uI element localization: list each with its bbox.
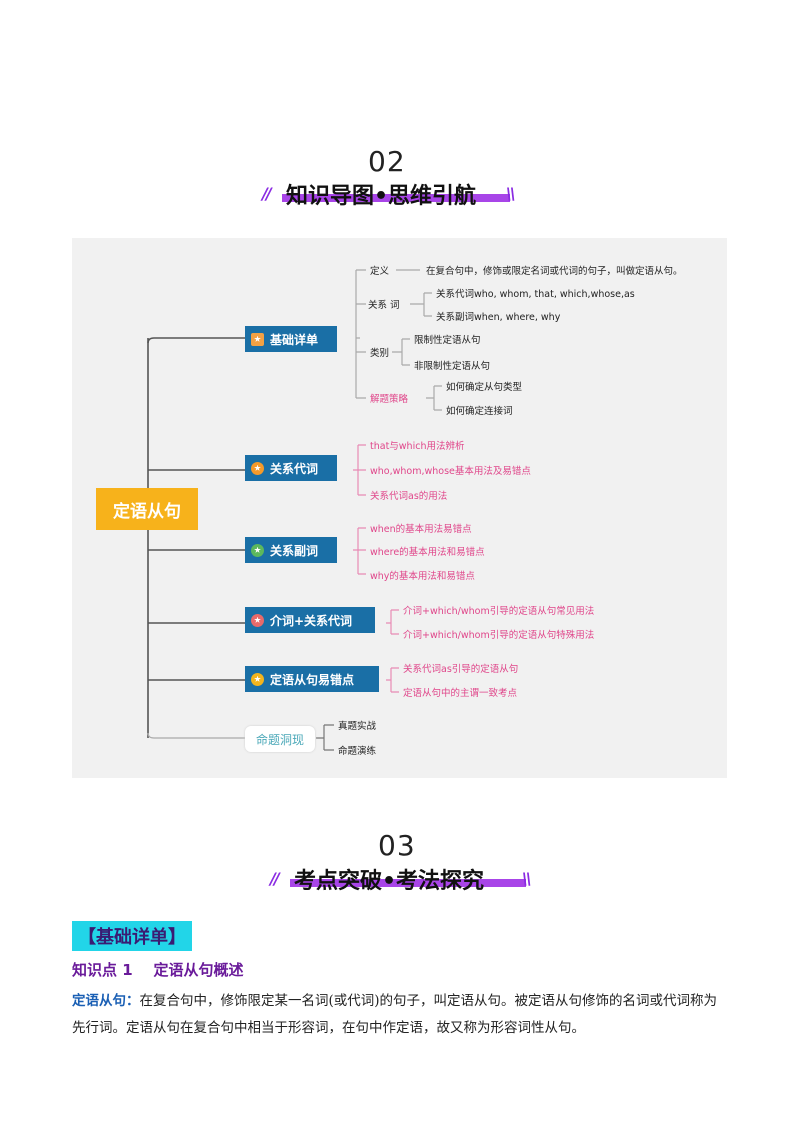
strategy-item: 如何确定从句类型 <box>446 382 523 393</box>
section-02-title: 知识导图•思维引航 <box>286 184 477 209</box>
relative-bracket <box>410 292 432 317</box>
error-item: 关系代词as引导的定语从句 <box>403 664 519 675</box>
star-icon <box>251 543 264 557</box>
strategy-item: 如何确定连接词 <box>446 406 513 417</box>
left-slashes-decoration: // <box>262 184 272 203</box>
relative-words-label: 关系 词 <box>368 300 400 311</box>
basics-bracket <box>355 269 366 399</box>
knowledge-point-text: 知识点 1 定语从句概述 <box>72 961 244 979</box>
adverb-item: why的基本用法和易错点 <box>370 571 475 582</box>
left-slashes-decoration: // <box>270 869 280 888</box>
exam-bracket <box>316 724 334 751</box>
branch-relative-adverb-label: 关系副词 <box>270 543 319 558</box>
pronoun-item: who,whom,whose基本用法及易错点 <box>370 466 531 477</box>
pronoun-item: that与which用法辨析 <box>370 441 465 452</box>
star-icon <box>251 613 264 627</box>
category-item: 限制性定语从句 <box>414 335 481 346</box>
branch-preposition-pronoun-label: 介词+关系代词 <box>270 613 353 628</box>
branch-preposition-pronoun: 介词+关系代词 <box>245 607 375 633</box>
exam-item: 真题实战 <box>338 721 377 732</box>
right-slashes-decoration: \\ <box>506 184 516 203</box>
section-02-number-text: 02 <box>368 145 406 178</box>
star-icon <box>251 461 264 475</box>
branch-common-errors-label: 定语从句易错点 <box>270 672 355 687</box>
category-label: 类别 <box>370 348 390 359</box>
definition-text: 在复合句中，修饰或限定名词或代词的句子，叫做定语从句。 <box>426 266 683 277</box>
relative-adverb-list: 关系副词when, where, why <box>436 312 561 323</box>
mind-map-root: 定语从句 <box>96 488 198 530</box>
star-icon <box>251 672 264 686</box>
error-bracket <box>386 667 399 693</box>
knowledge-point-heading: 知识点 1 定语从句概述 <box>72 959 244 980</box>
title-highlight <box>290 879 526 887</box>
section-03-number: 03 <box>372 829 416 862</box>
prep-bracket <box>386 609 399 635</box>
connector-basics <box>147 337 245 344</box>
strategy-bracket <box>426 385 442 411</box>
mind-map: 定语从句 基础详单 关系代词 关系副词 介词+关系代词 定语从句易错点 命题洞现… <box>72 238 727 778</box>
definition-label: 定义 <box>370 266 390 277</box>
branch-basics: 基础详单 <box>245 326 337 352</box>
strategy-label: 解题策略 <box>370 394 409 405</box>
adverb-item: where的基本用法和易错点 <box>370 547 485 558</box>
branch-relative-pronoun-label: 关系代词 <box>270 461 319 476</box>
title-highlight <box>282 194 510 202</box>
definition-term: 定语从句 <box>72 993 126 1009</box>
definition-paragraph: 定语从句：在复合句中，修饰限定某一名词(或代词)的句子，叫定语从句。被定语从句修… <box>72 988 730 1042</box>
branch-common-errors: 定语从句易错点 <box>245 666 379 692</box>
exam-item: 命题演练 <box>338 746 377 757</box>
pronoun-item: 关系代词as的用法 <box>370 491 448 502</box>
section-02-heading: // 知识导图•思维引航 \\ <box>262 178 542 209</box>
adverb-item: when的基本用法易错点 <box>370 524 472 535</box>
branch-basics-label: 基础详单 <box>270 332 319 347</box>
relative-pronoun-list: 关系代词who, whom, that, which,whose,as <box>436 289 635 300</box>
list-icon <box>251 332 264 346</box>
section-03-title: 考点突破•考法探究 <box>294 869 485 894</box>
definition-text: 在复合句中，修饰限定某一名词(或代词)的句子，叫定语从句。被定语从句修饰的名词或… <box>72 993 718 1036</box>
section-03-number-text: 03 <box>378 829 416 862</box>
branch-exam-insight: 命题洞现 <box>245 726 315 752</box>
category-item: 非限制性定语从句 <box>414 361 491 372</box>
adverb-bracket <box>353 527 366 575</box>
prep-item: 介词+which/whom引导的定语从句常见用法 <box>403 606 595 617</box>
branch-relative-adverb: 关系副词 <box>245 537 337 563</box>
connector-exam <box>147 732 245 739</box>
branch-relative-pronoun: 关系代词 <box>245 455 337 481</box>
error-item: 定语从句中的主谓一致考点 <box>403 688 518 699</box>
section-02-number: 02 <box>362 145 406 178</box>
mind-map-connectors <box>147 269 442 751</box>
prep-item: 介词+which/whom引导的定语从句特殊用法 <box>403 630 595 641</box>
definition-colon: ： <box>126 993 140 1009</box>
right-slashes-decoration: \\ <box>522 869 532 888</box>
pronoun-bracket <box>353 444 366 496</box>
basics-tag: 【基础详单】 <box>72 921 192 951</box>
category-bracket <box>392 338 410 366</box>
